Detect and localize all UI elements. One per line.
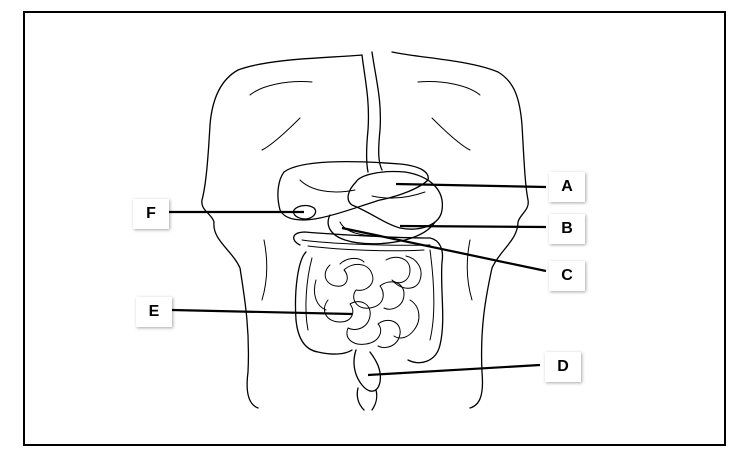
torso-outline (201, 51, 529, 409)
large-intestine (293, 231, 444, 364)
gallbladder (292, 204, 317, 220)
leader-line-b (399, 224, 547, 229)
label-b: B (549, 214, 585, 244)
leader-line-c (341, 226, 547, 273)
label-c: C (549, 261, 585, 291)
leader-line-d (367, 363, 541, 377)
rectum (353, 349, 382, 411)
small-intestine (313, 255, 422, 348)
label-a: A (549, 172, 585, 202)
leader-lines (168, 182, 547, 377)
stomach (347, 170, 443, 230)
esophagus (361, 51, 383, 173)
label-f: F (133, 199, 169, 229)
leader-line-a (395, 182, 547, 189)
leader-line-e (171, 308, 353, 316)
label-e: E (136, 297, 172, 327)
label-d: D (545, 352, 581, 382)
